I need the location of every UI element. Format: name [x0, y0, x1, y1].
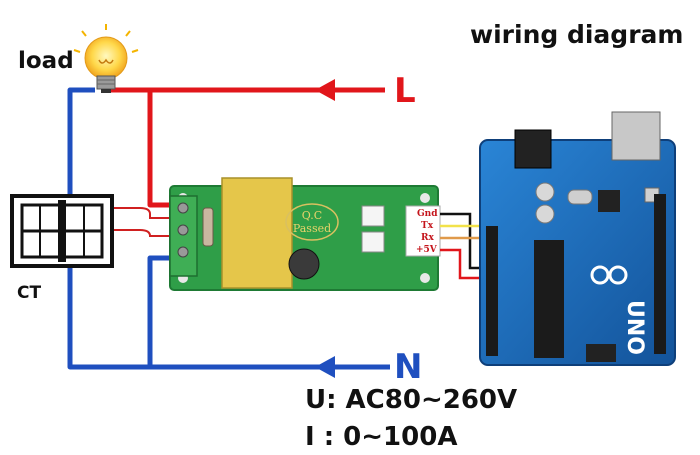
pin-rx-label: Rx — [421, 233, 434, 243]
load-label: load — [18, 48, 74, 74]
current-transformer-icon — [10, 194, 114, 268]
microcontroller — [534, 240, 564, 358]
light-bulb-icon — [73, 24, 139, 93]
pin-gnd-label: Gnd — [417, 209, 438, 219]
relay — [221, 177, 293, 289]
line-label: L — [394, 71, 416, 111]
chip — [598, 190, 620, 212]
voltage-spec: U: AC80~260V — [305, 385, 518, 415]
qc-stamp-text: Passed — [293, 222, 331, 235]
capacitor — [535, 182, 555, 202]
digital-header — [654, 194, 666, 354]
logo-left — [590, 265, 610, 285]
ct-label: CT — [17, 283, 42, 303]
arrow-left-icon — [315, 79, 335, 101]
diagram-title: wiring diagram — [470, 20, 684, 49]
line-wire — [106, 87, 385, 208]
pin-tx-label: Tx — [421, 221, 434, 231]
qc-stamp — [285, 203, 339, 241]
ct-leads — [108, 207, 170, 237]
board-name: UNO — [622, 300, 647, 355]
arrow-left-icon — [315, 356, 335, 378]
neutral-label: N — [394, 347, 423, 387]
arduino-uno-board: UNO — [479, 111, 676, 366]
optocoupler — [361, 205, 385, 227]
optocoupler — [361, 231, 385, 253]
terminal-block — [169, 195, 198, 277]
crystal — [567, 189, 593, 205]
current-spec: I : 0~100A — [305, 422, 458, 452]
capacitor — [288, 248, 320, 280]
capacitor — [535, 204, 555, 224]
logo-right — [608, 265, 628, 285]
dc-jack — [514, 129, 552, 169]
usb-port — [611, 111, 661, 161]
power-header — [486, 226, 498, 356]
icsp-header — [586, 344, 616, 362]
pzem-module: Q.C Passed — [169, 177, 441, 291]
qc-stamp-text: Q.C — [302, 209, 322, 222]
serial-header — [405, 205, 441, 257]
resistor — [202, 207, 214, 247]
pin-5v-label: +5V — [416, 245, 437, 255]
